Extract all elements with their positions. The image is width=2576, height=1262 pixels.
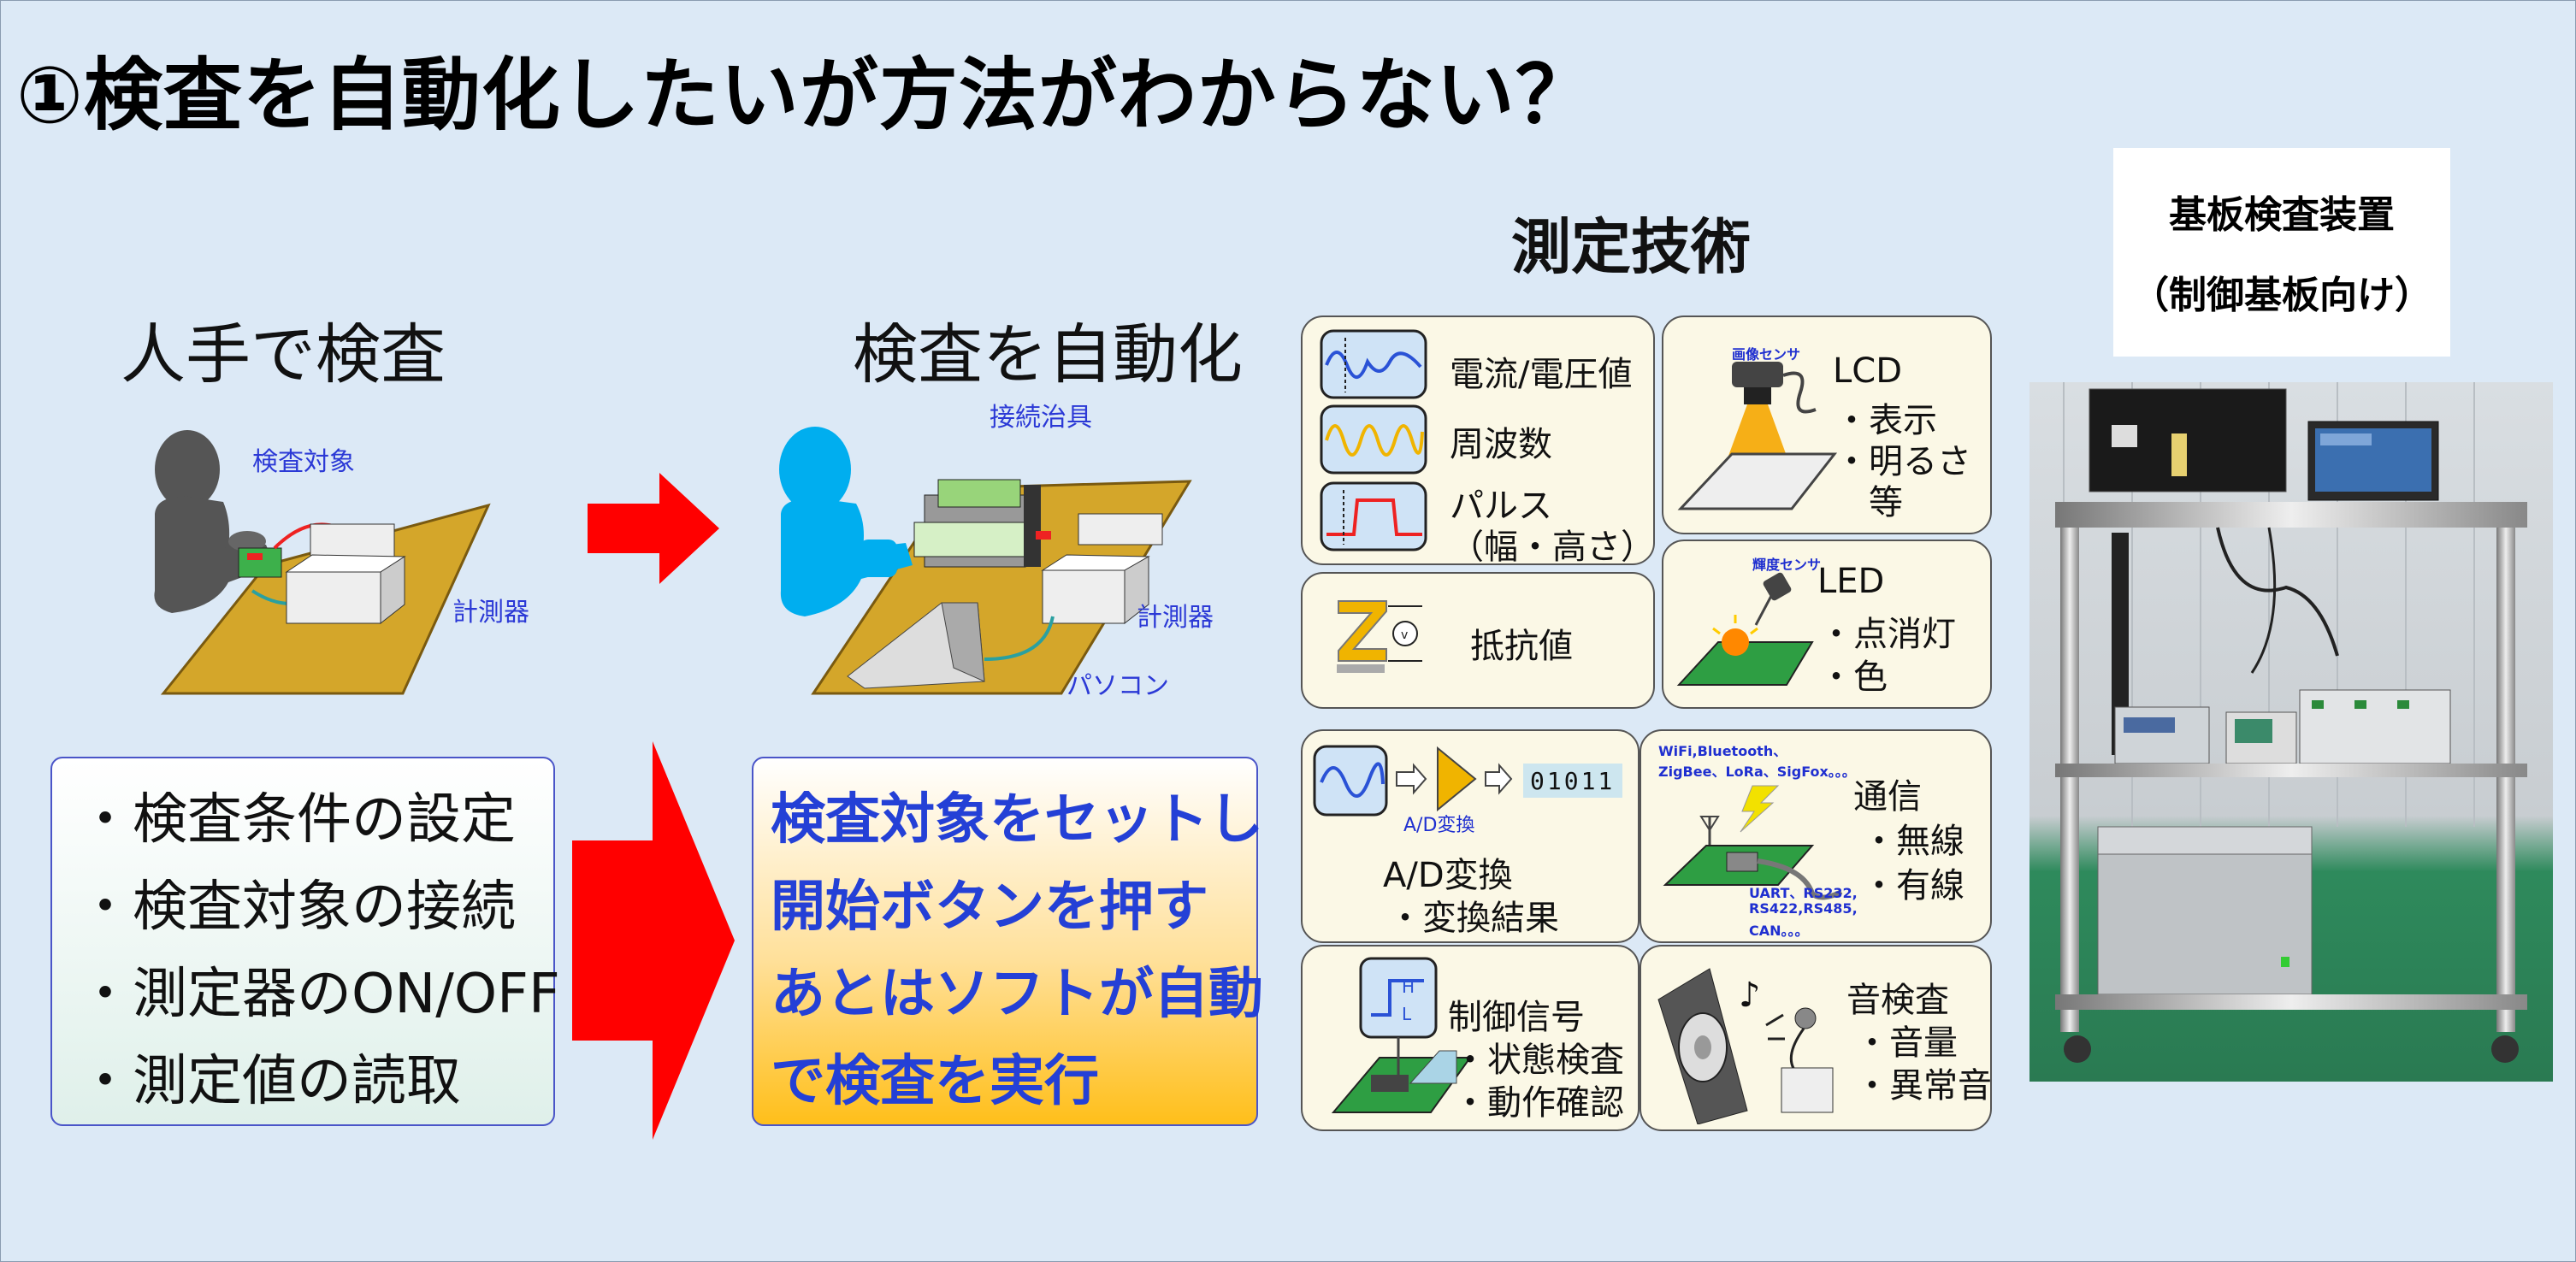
manual-meter-label: 計測器 — [452, 598, 529, 628]
control-signal-icon: H L — [1331, 957, 1472, 1113]
tile-electrical: 電流/電圧値 周波数 パルス （幅・高さ） — [1301, 316, 1655, 567]
lcd-camera-icon — [1677, 362, 1838, 510]
comm-item: ・無線 — [1862, 822, 1964, 861]
tile-ad: 01011 A/D変換 A/D変換 ・変換結果 — [1301, 729, 1640, 943]
comm-board-icon — [1663, 785, 1843, 900]
svg-text:L: L — [1402, 1004, 1412, 1024]
svg-text:H: H — [1402, 976, 1415, 997]
manual-target-label: 検査対象 — [252, 447, 355, 477]
label-frequency: 周波数 — [1450, 425, 1552, 464]
auto-steps-box: 検査対象をセットし 開始ボタンを押す あとはソフトが自動 で検査を実行 — [752, 757, 1263, 1126]
auto-step: 検査対象をセットし — [771, 788, 1263, 852]
tile-control: H L 制御信号 ・状態検査 ・動作確認 — [1301, 945, 1640, 1131]
manual-step: ・測定値の読取 — [78, 1050, 461, 1113]
led-sensor-icon — [1676, 572, 1814, 686]
sound-item: ・異常音 — [1855, 1066, 1992, 1106]
comm-item: ・有線 — [1862, 866, 1964, 905]
auto-step: 開始ボタンを押す — [771, 876, 1208, 939]
lcd-item: 等 — [1869, 483, 1903, 522]
auto-illustration — [779, 427, 1192, 695]
label-pulse-detail: （幅・高さ） — [1450, 528, 1655, 567]
tile-resistance: v 抵抗値 — [1301, 572, 1655, 709]
label-comm: 通信 — [1853, 777, 1922, 817]
comm-bot-2: RS422,RS485, — [1749, 900, 1858, 917]
waveform-icons — [1320, 329, 1427, 551]
manual-heading: 人手で検査 — [121, 316, 446, 392]
label-led-sensor: 輝度センサ — [1752, 557, 1822, 573]
page-title: ①検査を自動化したいが方法がわからない？ — [16, 50, 1595, 141]
comm-bot-3: CAN。。。 — [1749, 923, 1809, 939]
tile-comm: WiFi,Bluetooth、 ZigBee、LoRa、SigFox。。。 UA… — [1640, 729, 1992, 943]
ad-converter-icon — [1313, 745, 1622, 817]
auto-meter-label: 計測器 — [1137, 603, 1214, 633]
auto-step: あとはソフトが自動 — [771, 963, 1263, 1026]
ad-bits: 01011 — [1530, 767, 1616, 795]
device-label-line1: 基板検査装置 — [2169, 193, 2395, 237]
auto-step: で検査を実行 — [771, 1050, 1099, 1113]
comm-bot-1: UART、RS232, — [1749, 885, 1858, 901]
device-photo — [2029, 382, 2553, 1082]
label-sound: 音検査 — [1846, 981, 1949, 1020]
device-label-box: 基板検査装置 （制御基板向け） — [2113, 148, 2450, 357]
label-ad-small: A/D変換 — [1403, 815, 1475, 836]
control-item: ・動作確認 — [1453, 1083, 1624, 1123]
measurement-heading: 測定技術 — [1511, 212, 1751, 282]
speaker-mic-icon: ♪ — [1657, 968, 1834, 1124]
led-item: ・色 — [1819, 658, 1888, 697]
svg-text:♪: ♪ — [1739, 976, 1761, 1015]
lcd-item: ・表示 — [1835, 401, 1937, 440]
auto-jig-label: 接続治具 — [990, 403, 1092, 433]
tile-led: 輝度センサ LED ・点消灯 ・色 — [1662, 540, 1992, 709]
label-ad: A/D変換 — [1383, 856, 1513, 895]
device-label-line2: （制御基板向け） — [2131, 274, 2432, 317]
manual-step: ・検査条件の設定 — [78, 788, 516, 852]
lcd-item: ・明るさ — [1835, 442, 1971, 481]
resistor-icon: v — [1337, 600, 1422, 673]
tile-lcd: 画像センサ LCD ・表示 ・明るさ 等 — [1662, 316, 1992, 534]
big-arrow-icon — [572, 741, 735, 1140]
arrow-to-auto-icon — [588, 473, 719, 584]
label-ad-result: ・変換結果 — [1388, 899, 1559, 938]
label-led: LED — [1817, 562, 1885, 601]
manual-step: ・検査対象の接続 — [78, 876, 516, 939]
manual-step: ・測定器のON/OFF — [78, 963, 560, 1026]
label-control: 制御信号 — [1448, 998, 1585, 1037]
led-item: ・点消灯 — [1819, 615, 1956, 654]
manual-steps-box: ・検査条件の設定 ・検査対象の接続 ・測定器のON/OFF ・測定値の読取 — [50, 757, 560, 1126]
label-resistance: 抵抗値 — [1470, 627, 1573, 666]
label-pulse: パルス — [1450, 487, 1552, 526]
label-lcd-sensor: 画像センサ — [1732, 346, 1801, 363]
control-item: ・状態検査 — [1453, 1041, 1624, 1080]
label-current-voltage: 電流/電圧値 — [1450, 355, 1633, 394]
tile-sound: ♪ 音検査 ・音量 ・異常音 — [1640, 945, 1992, 1131]
manual-illustration — [154, 430, 491, 695]
sound-item: ・音量 — [1855, 1023, 1958, 1063]
comm-top-1: WiFi,Bluetooth、 — [1658, 743, 1787, 759]
auto-heading: 検査を自動化 — [853, 316, 1243, 392]
comm-top-2: ZigBee、LoRa、SigFox。。。 — [1658, 764, 1856, 780]
label-lcd: LCD — [1833, 351, 1903, 391]
svg-text:v: v — [1401, 628, 1408, 642]
auto-pc-label: パソコン — [1066, 671, 1169, 701]
